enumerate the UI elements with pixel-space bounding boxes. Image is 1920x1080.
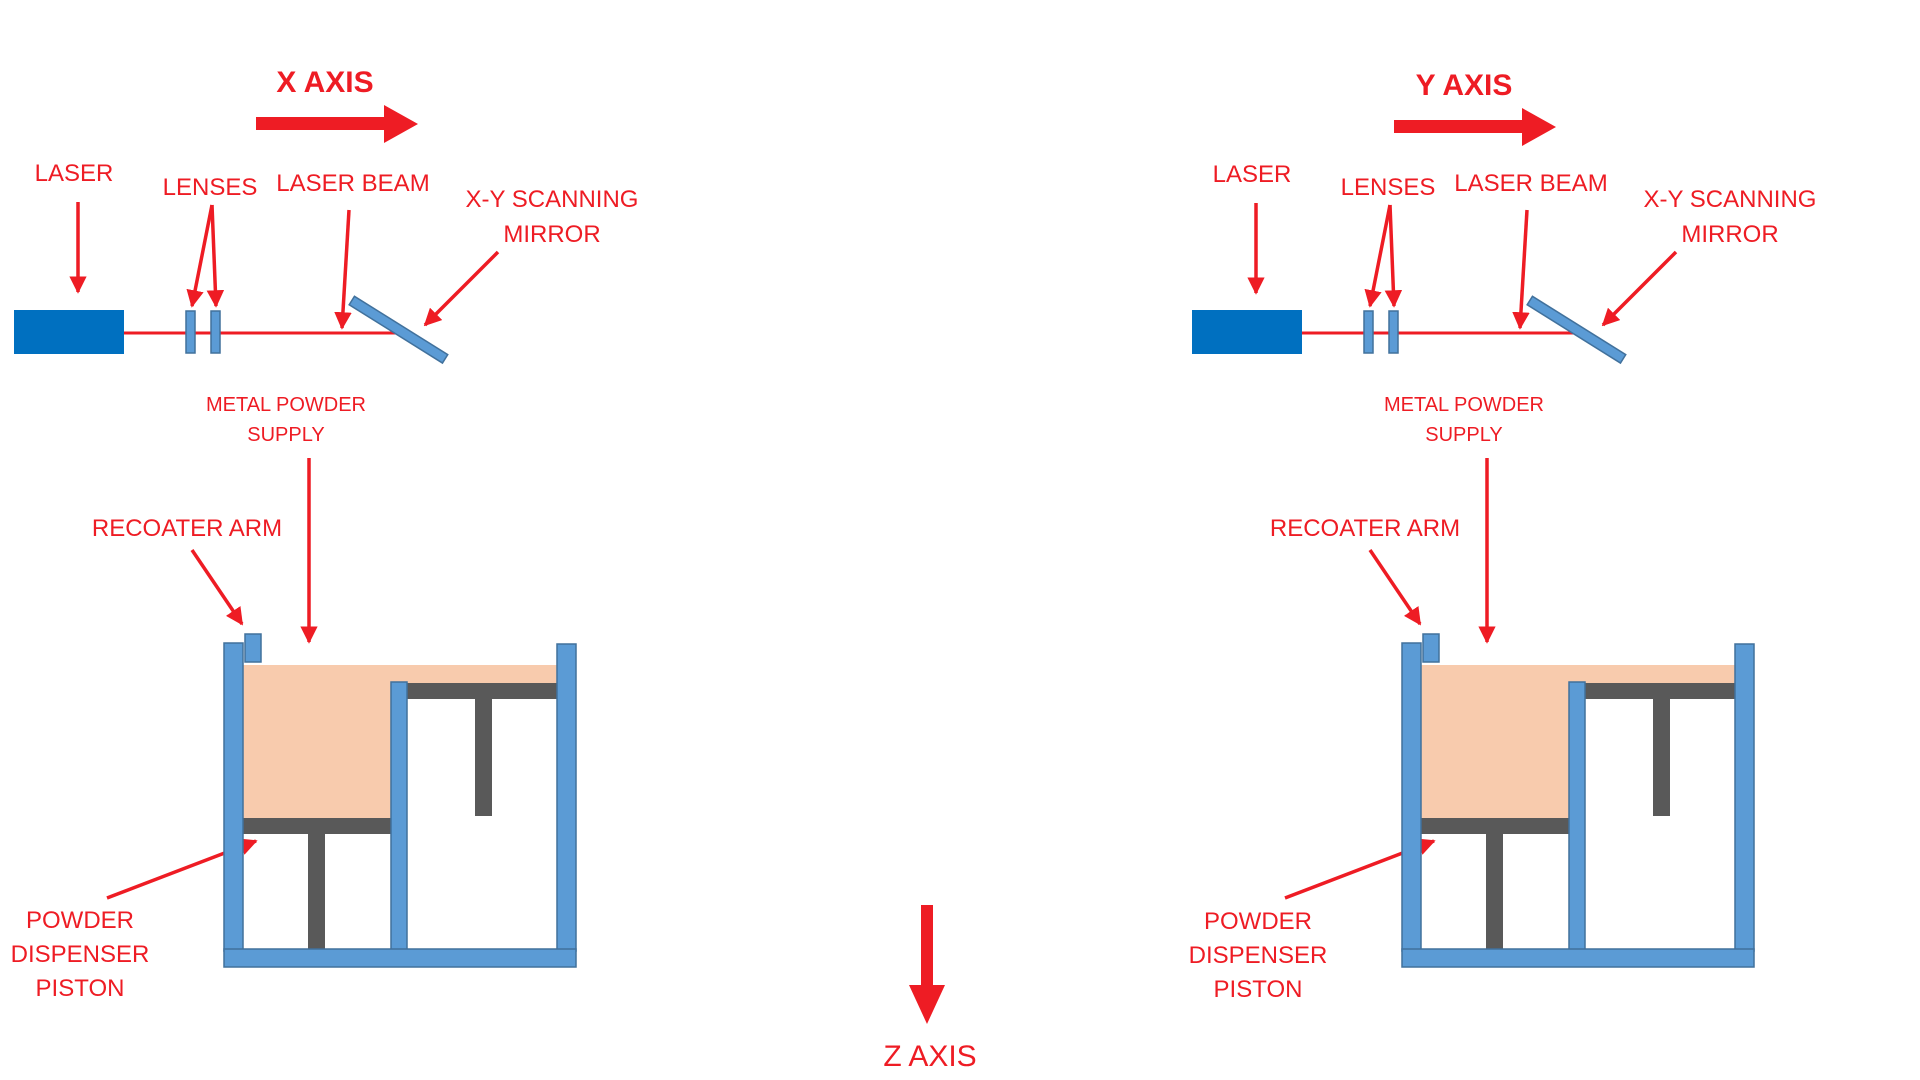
laser-label: LASER [35, 160, 114, 187]
lens-1 [185, 310, 196, 354]
middle-wall [1568, 681, 1586, 952]
mirror-pointer-arrow [1601, 250, 1678, 327]
mirror-pointer-arrow [423, 250, 500, 327]
powder-supply-label-line2: SUPPLY [1425, 424, 1502, 446]
laser-body [14, 310, 124, 354]
piston-label-line1: POWDER [26, 907, 134, 934]
z-axis-arrow-head [909, 985, 945, 1024]
left-wall [1401, 642, 1422, 952]
piston-label-line3: PISTON [1214, 976, 1303, 1003]
diagram-x-axis: X AXIS LASER LENSES LASER BEAM X-Y SCANN… [11, 66, 639, 1002]
axis-arrow [1394, 108, 1556, 146]
z-axis-label: Z AXIS [883, 1040, 976, 1073]
diagram-y-axis: Y AXIS LASER LENSES LASER BEAM X-Y SCANN… [1189, 69, 1817, 1003]
build-plate [404, 683, 557, 699]
recoater-arm-label: RECOATER ARM [1270, 515, 1460, 542]
base-plate [223, 948, 577, 968]
piston-label-line3: PISTON [36, 975, 125, 1002]
lenses-label: LENSES [163, 174, 258, 201]
build-chamber [1401, 633, 1755, 968]
axis-arrow [256, 105, 418, 143]
recoater-pointer-arrow [1368, 549, 1422, 626]
base-plate [1401, 948, 1755, 968]
lenses-label: LENSES [1341, 174, 1436, 201]
lens1-pointer-arrow [1364, 204, 1392, 308]
mirror-label-line2: MIRROR [1681, 221, 1778, 248]
build-piston-rod [475, 699, 492, 816]
laser-beam-label: LASER BEAM [1454, 170, 1607, 197]
right-wall [1734, 643, 1755, 952]
laser-beam-pointer-arrow [1512, 209, 1530, 330]
dispenser-plate [1421, 818, 1569, 834]
axis-label: Y AXIS [1416, 69, 1513, 102]
recoater-arm-label: RECOATER ARM [92, 515, 282, 542]
laser-label: LASER [1213, 161, 1292, 188]
laser-beam-label: LASER BEAM [276, 170, 429, 197]
lens-2 [1388, 310, 1399, 354]
powder-supply-label-line2: SUPPLY [247, 424, 324, 446]
build-plate [1582, 683, 1735, 699]
recoater-arm [1422, 633, 1440, 663]
lens1-pointer-arrow [186, 204, 214, 308]
dispenser-plate [243, 818, 391, 834]
left-wall [223, 642, 244, 952]
powder-strip [404, 665, 557, 682]
dispenser-piston-rod [308, 834, 325, 949]
z-axis: Z AXIS [883, 905, 977, 1073]
lens2-pointer-arrow [1384, 204, 1403, 308]
recoater-pointer-arrow [190, 549, 244, 626]
build-piston-rod [1653, 699, 1670, 816]
right-wall [556, 643, 577, 952]
piston-label-line2: DISPENSER [11, 941, 150, 968]
dispenser-piston-rod [1486, 834, 1503, 949]
laser-body [1192, 310, 1302, 354]
recoater-arm [244, 633, 262, 663]
z-axis-arrow-shaft [921, 905, 933, 989]
middle-wall [390, 681, 408, 952]
mirror-label-line1: X-Y SCANNING [1644, 186, 1817, 213]
lens2-pointer-arrow [206, 204, 225, 308]
powder-supply-label-line1: METAL POWDER [206, 394, 366, 416]
piston-label-line2: DISPENSER [1189, 942, 1328, 969]
mirror-label-line1: X-Y SCANNING [466, 186, 639, 213]
build-chamber [223, 633, 577, 968]
scanning-mirror [1526, 295, 1627, 365]
powder-strip [1582, 665, 1735, 682]
laser-beam-pointer-arrow [334, 209, 352, 330]
lens-1 [1363, 310, 1374, 354]
lens-2 [210, 310, 221, 354]
powder-supply-label-line1: METAL POWDER [1384, 394, 1544, 416]
scanning-mirror [348, 295, 449, 365]
axis-label: X AXIS [276, 66, 373, 99]
mirror-label-line2: MIRROR [503, 221, 600, 248]
piston-label-line1: POWDER [1204, 908, 1312, 935]
